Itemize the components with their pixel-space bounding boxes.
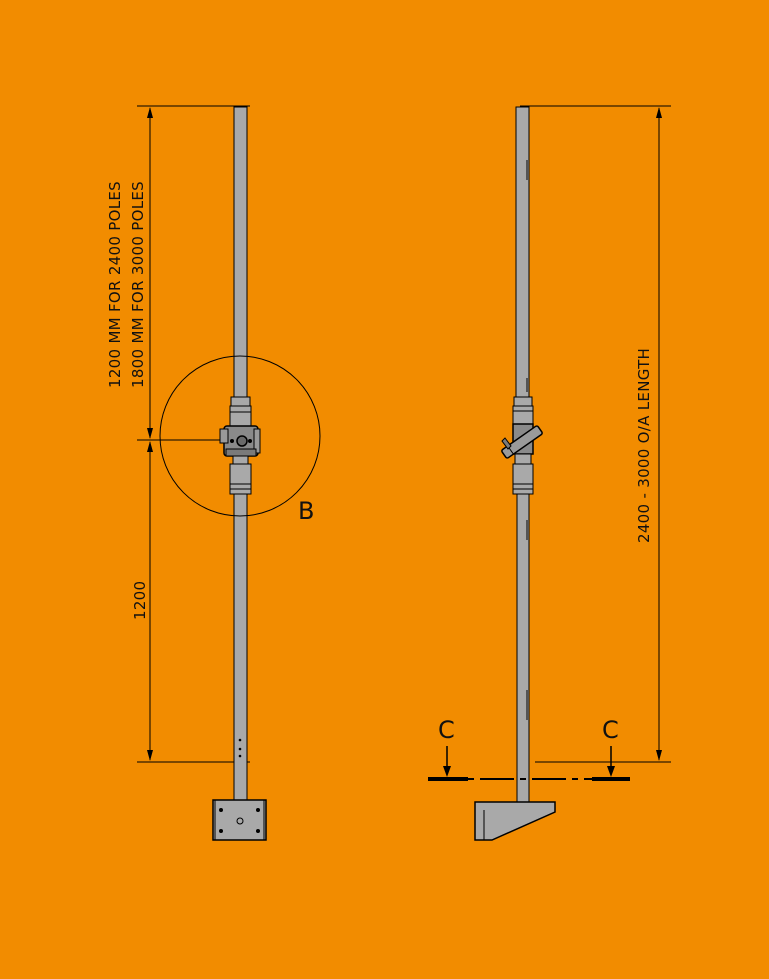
base-bolt-icon	[219, 808, 223, 812]
section-arrow-left-icon	[443, 766, 451, 777]
section-arrow-right-icon	[607, 766, 615, 777]
detail-b-callout: B	[298, 497, 314, 525]
detail-b-circle	[159, 355, 321, 517]
side-lower-pole-tube	[516, 493, 530, 803]
side-view: 2400 - 3000 O/A LENGTH	[428, 105, 671, 841]
overall-length-label: 2400 - 3000 O/A LENGTH	[635, 348, 653, 543]
upper-dimension-arrow-top	[147, 107, 153, 118]
lower-dimension-arrow-top	[147, 441, 153, 452]
clamp-bracket-left	[219, 428, 229, 444]
base-bolt-icon	[256, 808, 260, 812]
upper-collar-ring	[229, 405, 252, 427]
base-bolt-icon	[256, 829, 260, 833]
base-plate	[212, 799, 267, 841]
base-bolt-icon	[219, 829, 223, 833]
front-view: 1200 MM FOR 2400 POLES 1800 MM FOR 3000 …	[106, 105, 321, 841]
clamp-bracket-right	[253, 428, 261, 454]
upper-dimension-arrow-bottom	[147, 428, 153, 439]
clamp-knob-icon	[236, 435, 248, 447]
upper-dimension-label-line2: 1800 MM FOR 3000 POLES	[129, 181, 147, 388]
upper-pole-tube	[233, 106, 248, 400]
side-upper-collar-ring	[512, 405, 534, 425]
section-c-label-left: C	[438, 716, 455, 744]
side-upper-pole-tube	[515, 106, 530, 400]
overall-dimension-arrow-top	[656, 107, 662, 118]
section-c-label-right: C	[602, 716, 619, 744]
lower-dimension-label: 1200	[131, 581, 149, 620]
lower-dimension-arrow-bottom	[147, 750, 153, 761]
upper-dimension-label-line1: 1200 MM FOR 2400 POLES	[106, 181, 124, 388]
overall-dimension-arrow-bottom	[656, 750, 662, 761]
side-base-foot	[474, 801, 556, 841]
base-center-bolt-icon	[236, 817, 244, 825]
